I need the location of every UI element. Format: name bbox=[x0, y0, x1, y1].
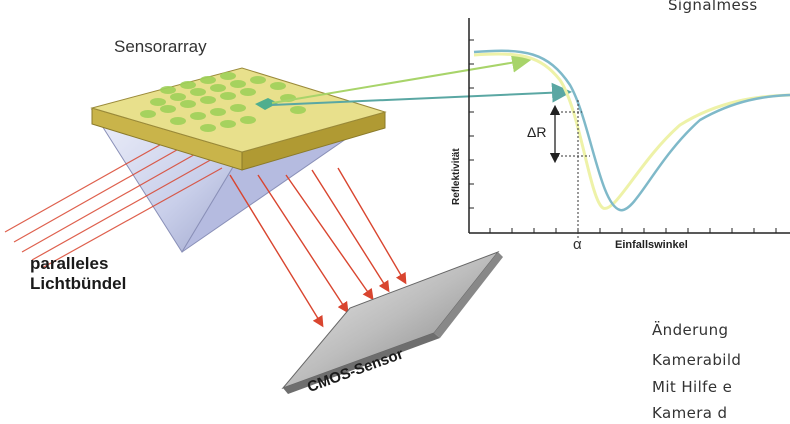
body-line-4: Kamera d bbox=[652, 404, 728, 422]
alpha-label: α bbox=[573, 236, 582, 253]
reflected-beam bbox=[229, 167, 407, 328]
arrow-teal bbox=[271, 82, 572, 106]
header-fragment: Signalmess bbox=[668, 0, 758, 14]
body-line-1: Änderung bbox=[652, 321, 729, 339]
highlighted-spot bbox=[255, 98, 278, 110]
cmos-sensor bbox=[281, 250, 503, 394]
beam-label-line1: paralleles bbox=[30, 254, 109, 273]
sensorarray-label: Sensorarray bbox=[114, 37, 207, 56]
arrow-green bbox=[271, 52, 532, 104]
delta-r-label: ΔR bbox=[527, 124, 547, 140]
x-ticks bbox=[489, 228, 777, 233]
reflectivity-chart bbox=[468, 18, 790, 240]
x-axis-label: Einfallswinkel bbox=[615, 239, 688, 251]
y-axis-label: Reflektivität bbox=[451, 148, 462, 205]
body-line-3: Mit Hilfe e bbox=[652, 378, 733, 396]
curve-blue bbox=[473, 49, 790, 212]
beam-label-line2: Lichtbündel bbox=[30, 274, 127, 293]
y-ticks bbox=[469, 39, 474, 209]
sensor-spots bbox=[140, 72, 306, 132]
curve-yellow bbox=[473, 52, 790, 210]
body-line-2: Kamerabild bbox=[652, 351, 742, 369]
incoming-beam bbox=[4, 127, 223, 269]
